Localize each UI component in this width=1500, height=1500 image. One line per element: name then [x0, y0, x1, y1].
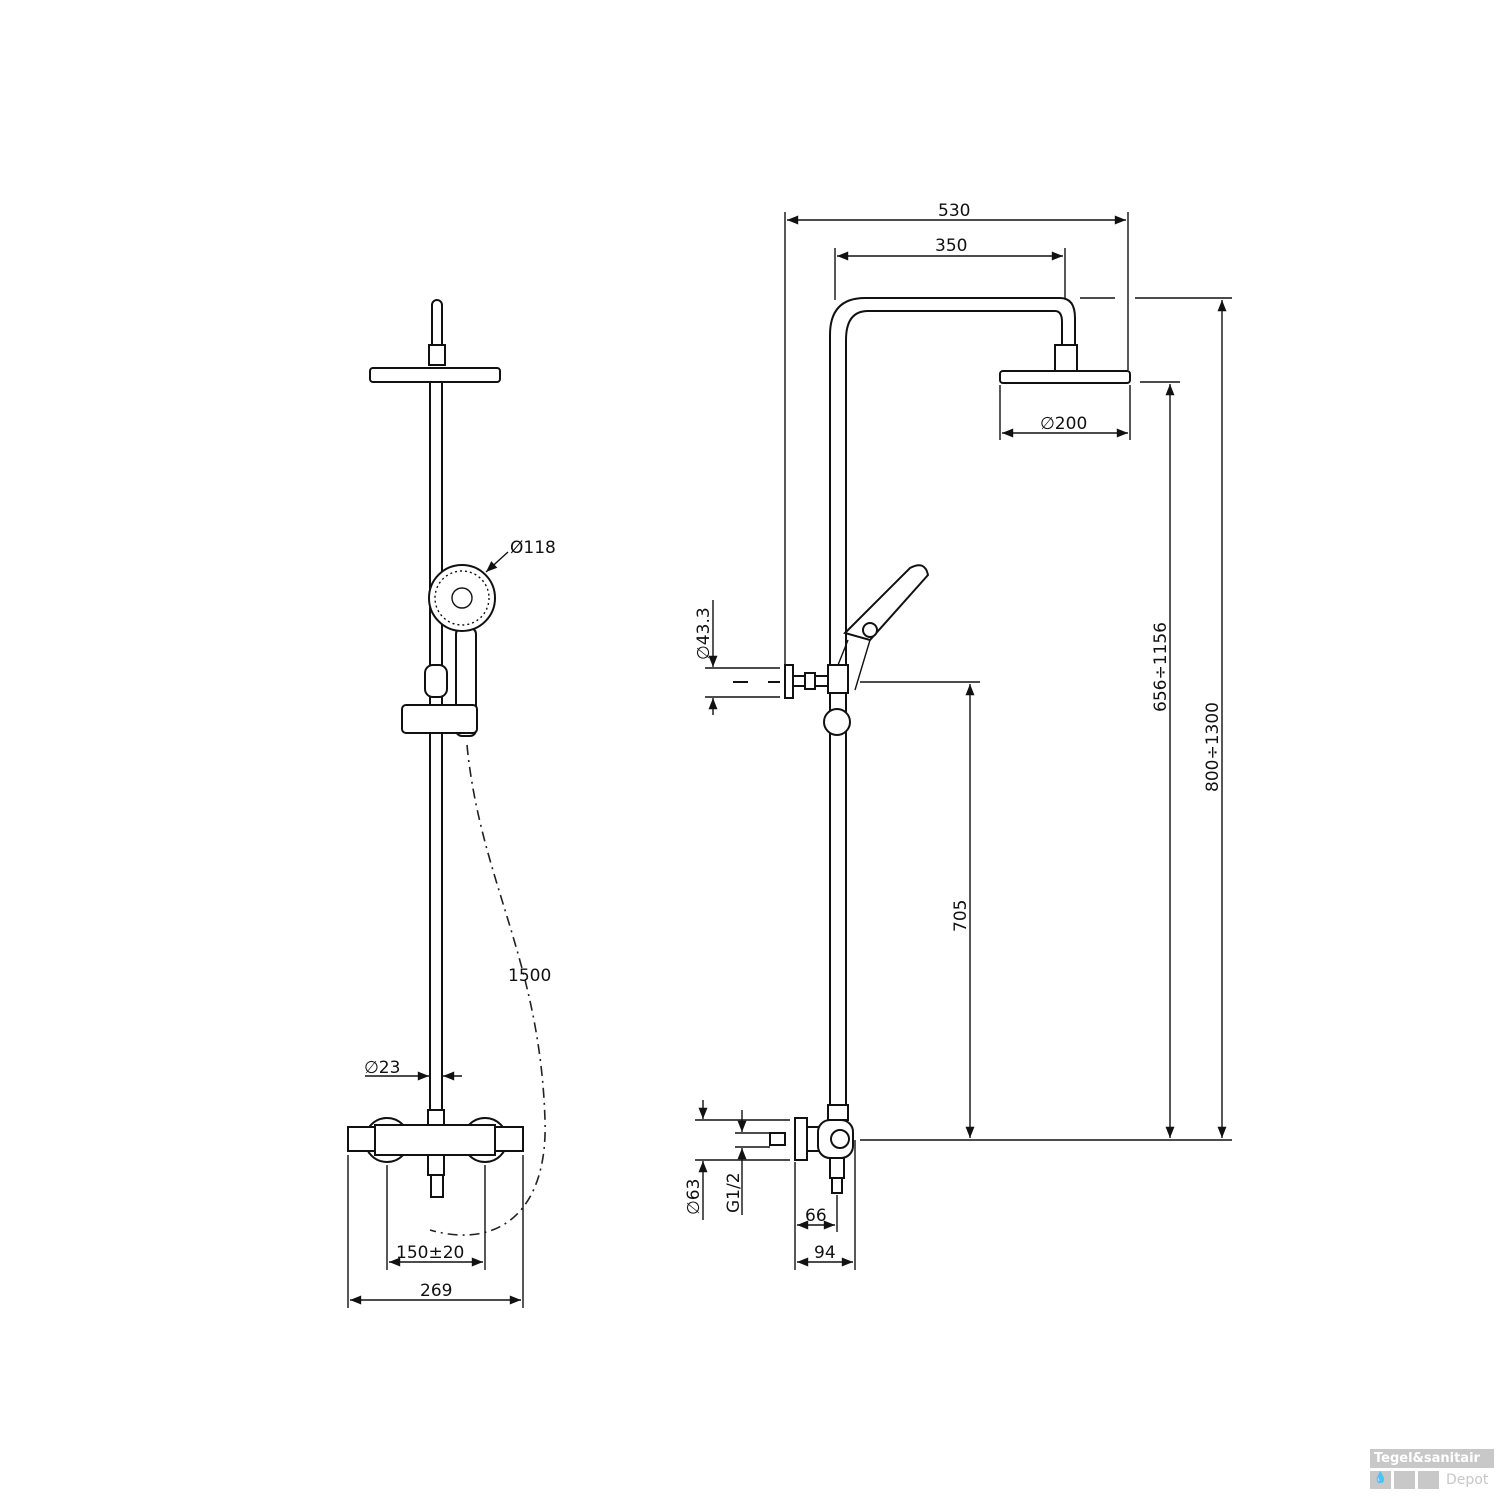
slider-knob-side	[823, 708, 851, 736]
label-thread: G1/2	[724, 1172, 744, 1213]
label-escutcheon-diameter: ∅63	[684, 1179, 704, 1215]
label-arm-length: 350	[935, 236, 967, 256]
head-shower-front	[369, 367, 501, 383]
label-total-height: 800÷1300	[1203, 702, 1223, 792]
label-rail-diameter: ∅23	[364, 1058, 400, 1078]
hose-front	[429, 744, 546, 1236]
label-handshower-diameter: Ø118	[510, 538, 556, 558]
label-depth-inner: 66	[805, 1206, 827, 1226]
front-view: Ø118 1500 ∅23 150±20 269	[347, 299, 556, 1308]
holder-side	[827, 664, 849, 694]
watermark-line1: Tegel&sanitair	[1370, 1449, 1494, 1468]
label-inlet-spacing: 150±20	[396, 1243, 464, 1263]
head-nut-side	[1054, 344, 1078, 372]
riser-arm-side	[829, 297, 1076, 1110]
watermark-logo: Tegel&sanitair 💧 Depot	[1370, 1449, 1494, 1489]
label-holder-height: 705	[951, 900, 971, 932]
head-shower-side	[999, 370, 1131, 384]
hand-shower-side	[837, 564, 930, 691]
label-hose-length: 1500	[508, 966, 551, 986]
tile-icon	[1418, 1471, 1439, 1489]
mixer-side	[769, 1104, 854, 1194]
tile-icon	[1394, 1471, 1415, 1489]
wall-bracket-side	[733, 664, 829, 699]
drop-icon: 💧	[1370, 1471, 1391, 1489]
slider-holder-front	[401, 664, 478, 734]
watermark-line2: Depot	[1446, 1472, 1489, 1488]
label-head-height: 656÷1156	[1151, 622, 1171, 712]
label-total-projection: 530	[938, 201, 970, 221]
label-depth-outer: 94	[814, 1243, 836, 1263]
shower-arm-front	[431, 299, 443, 346]
side-view: 530 350 ∅200 ∅43.3 705 656÷1156 800÷1300…	[684, 201, 1232, 1270]
arm-nut	[428, 344, 446, 366]
label-head-diameter: ∅200	[1040, 414, 1087, 434]
label-mixer-width: 269	[420, 1281, 452, 1301]
label-bracket-diameter: ∅43.3	[694, 607, 714, 660]
riser-rail-front	[429, 381, 443, 1111]
mixer-front	[347, 1109, 524, 1198]
